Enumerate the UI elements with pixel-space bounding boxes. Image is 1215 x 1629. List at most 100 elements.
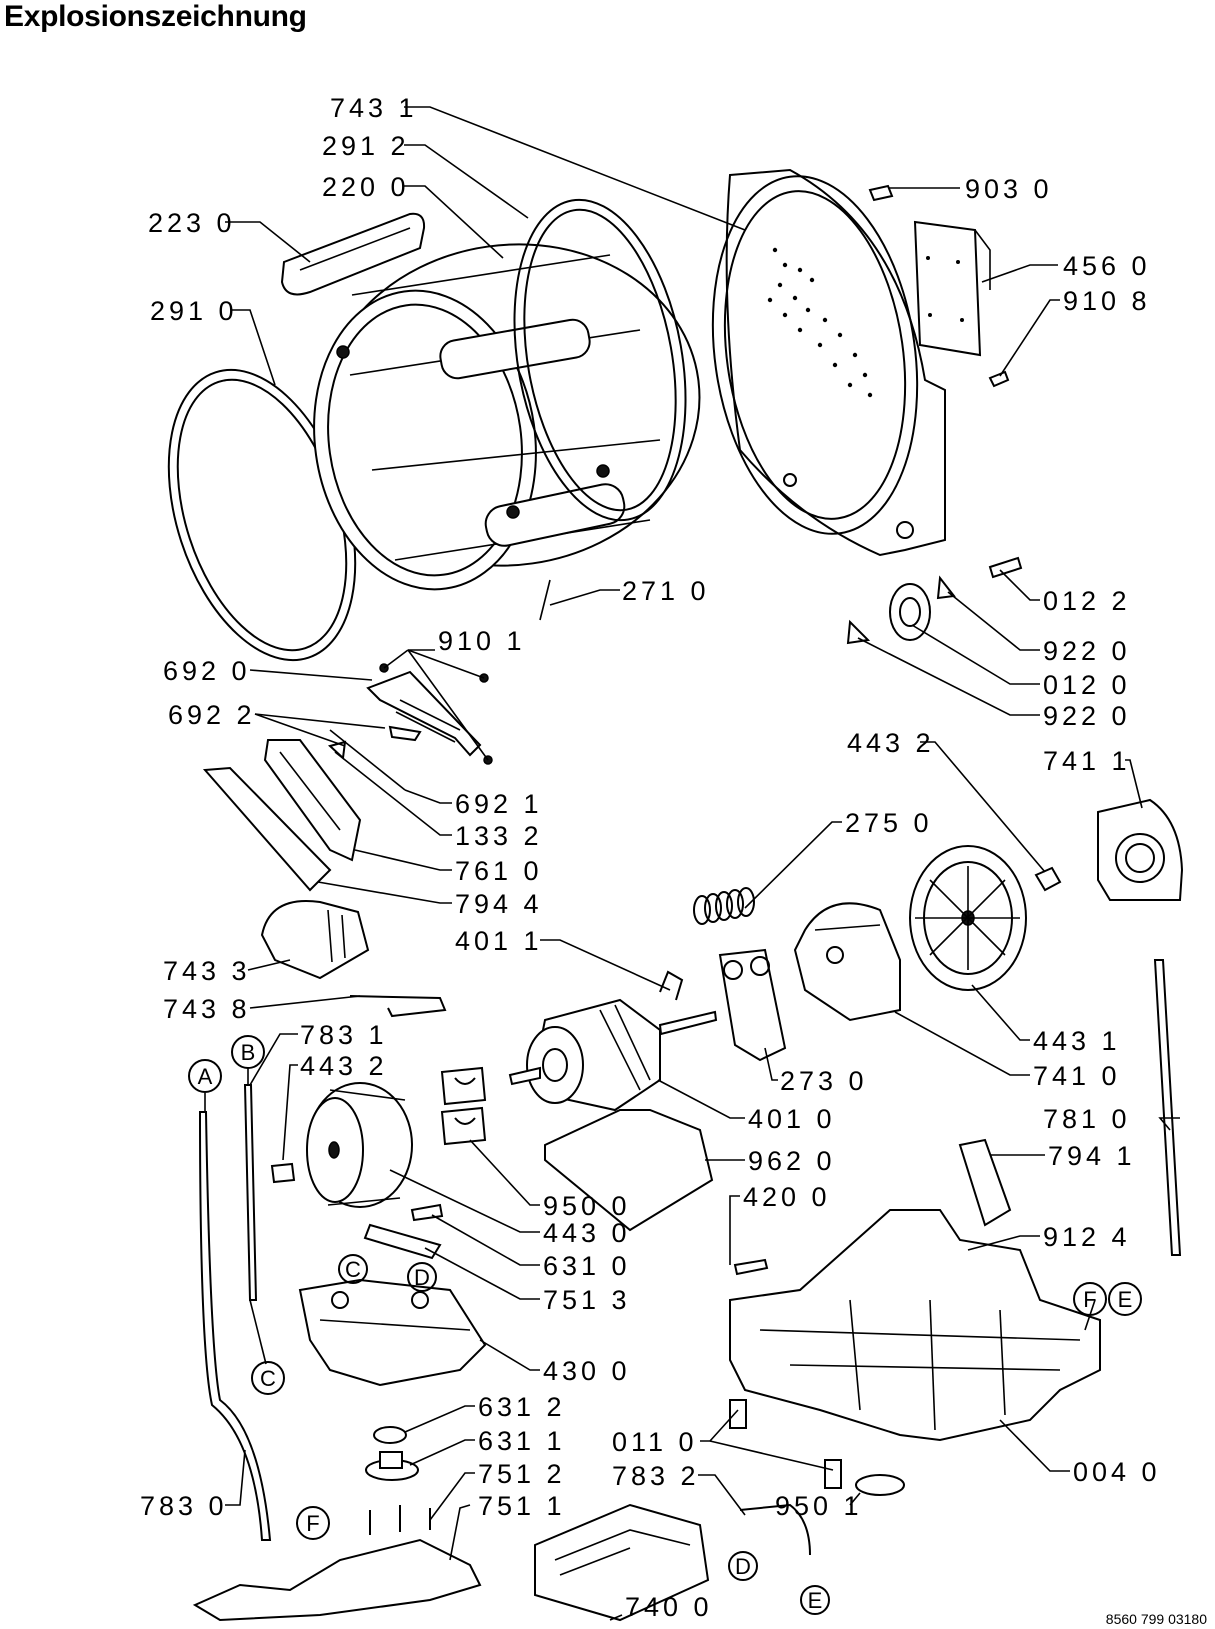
connector-marker-f-hose: F bbox=[296, 1506, 330, 1540]
callout-7512: 751 2 bbox=[478, 1459, 566, 1489]
callout-4430: 443 0 bbox=[543, 1218, 631, 1248]
tube-part-7831 bbox=[243, 1084, 258, 1301]
tube-part-7832 bbox=[739, 1503, 811, 1556]
svg-text:E: E bbox=[1118, 1287, 1133, 1312]
callout-2200: 220 0 bbox=[322, 172, 410, 202]
impeller-part bbox=[909, 845, 1027, 991]
document-number: 8560 799 03180 bbox=[1105, 1611, 1207, 1627]
callout-4200: 420 0 bbox=[743, 1182, 831, 1212]
callout-4560: 456 0 bbox=[1063, 251, 1151, 281]
feet-parts bbox=[729, 1399, 905, 1496]
motor-part bbox=[508, 998, 718, 1112]
nut-part-upper bbox=[1034, 866, 1062, 892]
leader-lines bbox=[204, 106, 1180, 1621]
connector-marker-c-pump: C bbox=[338, 1254, 368, 1284]
handle-part bbox=[280, 212, 426, 296]
callout-6310: 631 0 bbox=[543, 1251, 631, 1281]
motor-clip-part bbox=[659, 970, 684, 1001]
callout-9220-lower: 922 0 bbox=[1043, 701, 1131, 731]
callout-9124: 912 4 bbox=[1043, 1222, 1131, 1252]
callout-6312: 631 2 bbox=[478, 1392, 566, 1422]
bottom-tray-part bbox=[192, 1538, 482, 1622]
tensioner-part bbox=[718, 948, 787, 1062]
callout-7831: 783 1 bbox=[300, 1020, 388, 1050]
rear-drum-ring bbox=[513, 198, 687, 522]
callout-7400: 740 0 bbox=[625, 1592, 713, 1622]
spring-part bbox=[693, 887, 755, 925]
roller-assembly-parts bbox=[846, 556, 1023, 645]
callout-2910: 291 0 bbox=[150, 296, 238, 326]
bracket-part-7513 bbox=[363, 1223, 442, 1260]
filter-gasket-part bbox=[202, 766, 332, 892]
connector-marker-f-frame: F bbox=[1073, 1282, 1107, 1316]
callout-2230: 223 0 bbox=[148, 208, 236, 238]
callout-9030: 903 0 bbox=[965, 174, 1053, 204]
callout-4431: 443 1 bbox=[1033, 1026, 1121, 1056]
callout-7610: 761 0 bbox=[455, 856, 543, 886]
tube-part-7810 bbox=[1153, 959, 1182, 1256]
callout-4432-right: 443 2 bbox=[847, 728, 935, 758]
callout-6922: 692 2 bbox=[168, 700, 256, 730]
clips-part-7512 bbox=[369, 1505, 431, 1535]
connector-marker-c-hose: C bbox=[251, 1361, 285, 1395]
svg-text:F: F bbox=[1083, 1287, 1096, 1312]
callout-7832: 783 2 bbox=[612, 1461, 700, 1491]
fan-cover-part bbox=[1097, 798, 1184, 901]
heater-block-part bbox=[913, 220, 991, 357]
callout-7410: 741 0 bbox=[1033, 1061, 1121, 1091]
connector-marker-e-frame: E bbox=[1108, 1282, 1142, 1316]
connector-marker-d-hose: D bbox=[728, 1551, 758, 1581]
condenser-part bbox=[534, 1503, 710, 1622]
callout-7438: 743 8 bbox=[163, 994, 251, 1024]
spacer-pads bbox=[440, 1066, 487, 1146]
nut-part-lower bbox=[270, 1162, 296, 1184]
large-impeller-part bbox=[306, 1082, 413, 1208]
callout-7513: 751 3 bbox=[543, 1285, 631, 1315]
callout-7511: 751 1 bbox=[478, 1491, 566, 1521]
callout-9501: 950 1 bbox=[775, 1491, 863, 1521]
callout-9620: 962 0 bbox=[748, 1146, 836, 1176]
callout-0110: 011 0 bbox=[612, 1427, 698, 1457]
callout-0120: 012 0 bbox=[1043, 670, 1131, 700]
cover-plate-part bbox=[544, 1109, 714, 1232]
tube-part-7830 bbox=[198, 1111, 272, 1541]
callout-7810: 781 0 bbox=[1043, 1104, 1131, 1134]
callout-4432-left: 443 2 bbox=[300, 1051, 388, 1081]
connector-marker-d-pump: D bbox=[407, 1262, 437, 1292]
gasket-part-7941 bbox=[958, 1138, 1012, 1227]
svg-text:E: E bbox=[808, 1588, 823, 1613]
callout-9220-upper: 922 0 bbox=[1043, 636, 1131, 666]
callout-2750: 275 0 bbox=[845, 808, 933, 838]
callout-4300: 430 0 bbox=[543, 1356, 631, 1386]
callout-2912: 291 2 bbox=[322, 131, 410, 161]
rear-panel-part bbox=[711, 168, 946, 557]
callout-1332: 133 2 bbox=[455, 821, 543, 851]
callout-7944: 794 4 bbox=[455, 889, 543, 919]
svg-text:D: D bbox=[735, 1554, 751, 1579]
wire-bracket-part bbox=[349, 995, 447, 1018]
filter-frame-part bbox=[263, 739, 362, 862]
callout-4010: 401 0 bbox=[748, 1104, 836, 1134]
callout-7433: 743 3 bbox=[163, 956, 251, 986]
callout-7830: 783 0 bbox=[140, 1491, 228, 1521]
door-lock-parts bbox=[327, 663, 493, 791]
callout-2710: 271 0 bbox=[622, 576, 710, 606]
svg-text:D: D bbox=[414, 1265, 430, 1290]
pump-assembly-part bbox=[298, 1278, 487, 1387]
connector-markers: A B C D C F E bbox=[188, 1035, 1142, 1615]
callout-7431: 743 1 bbox=[330, 93, 418, 123]
screw-part-9108 bbox=[988, 370, 1010, 388]
svg-text:F: F bbox=[306, 1511, 319, 1536]
callout-6311: 631 1 bbox=[478, 1426, 566, 1456]
callout-0122: 012 2 bbox=[1043, 586, 1131, 616]
drum-part bbox=[313, 243, 701, 621]
callout-9500: 950 0 bbox=[543, 1191, 631, 1221]
connector-marker-a: A bbox=[188, 1059, 222, 1093]
connector-marker-e-hose: E bbox=[800, 1585, 830, 1615]
callout-4011: 401 1 bbox=[455, 926, 543, 956]
duct-cover-part bbox=[260, 900, 370, 980]
svg-text:C: C bbox=[345, 1257, 361, 1282]
callout-2730: 273 0 bbox=[780, 1066, 868, 1096]
